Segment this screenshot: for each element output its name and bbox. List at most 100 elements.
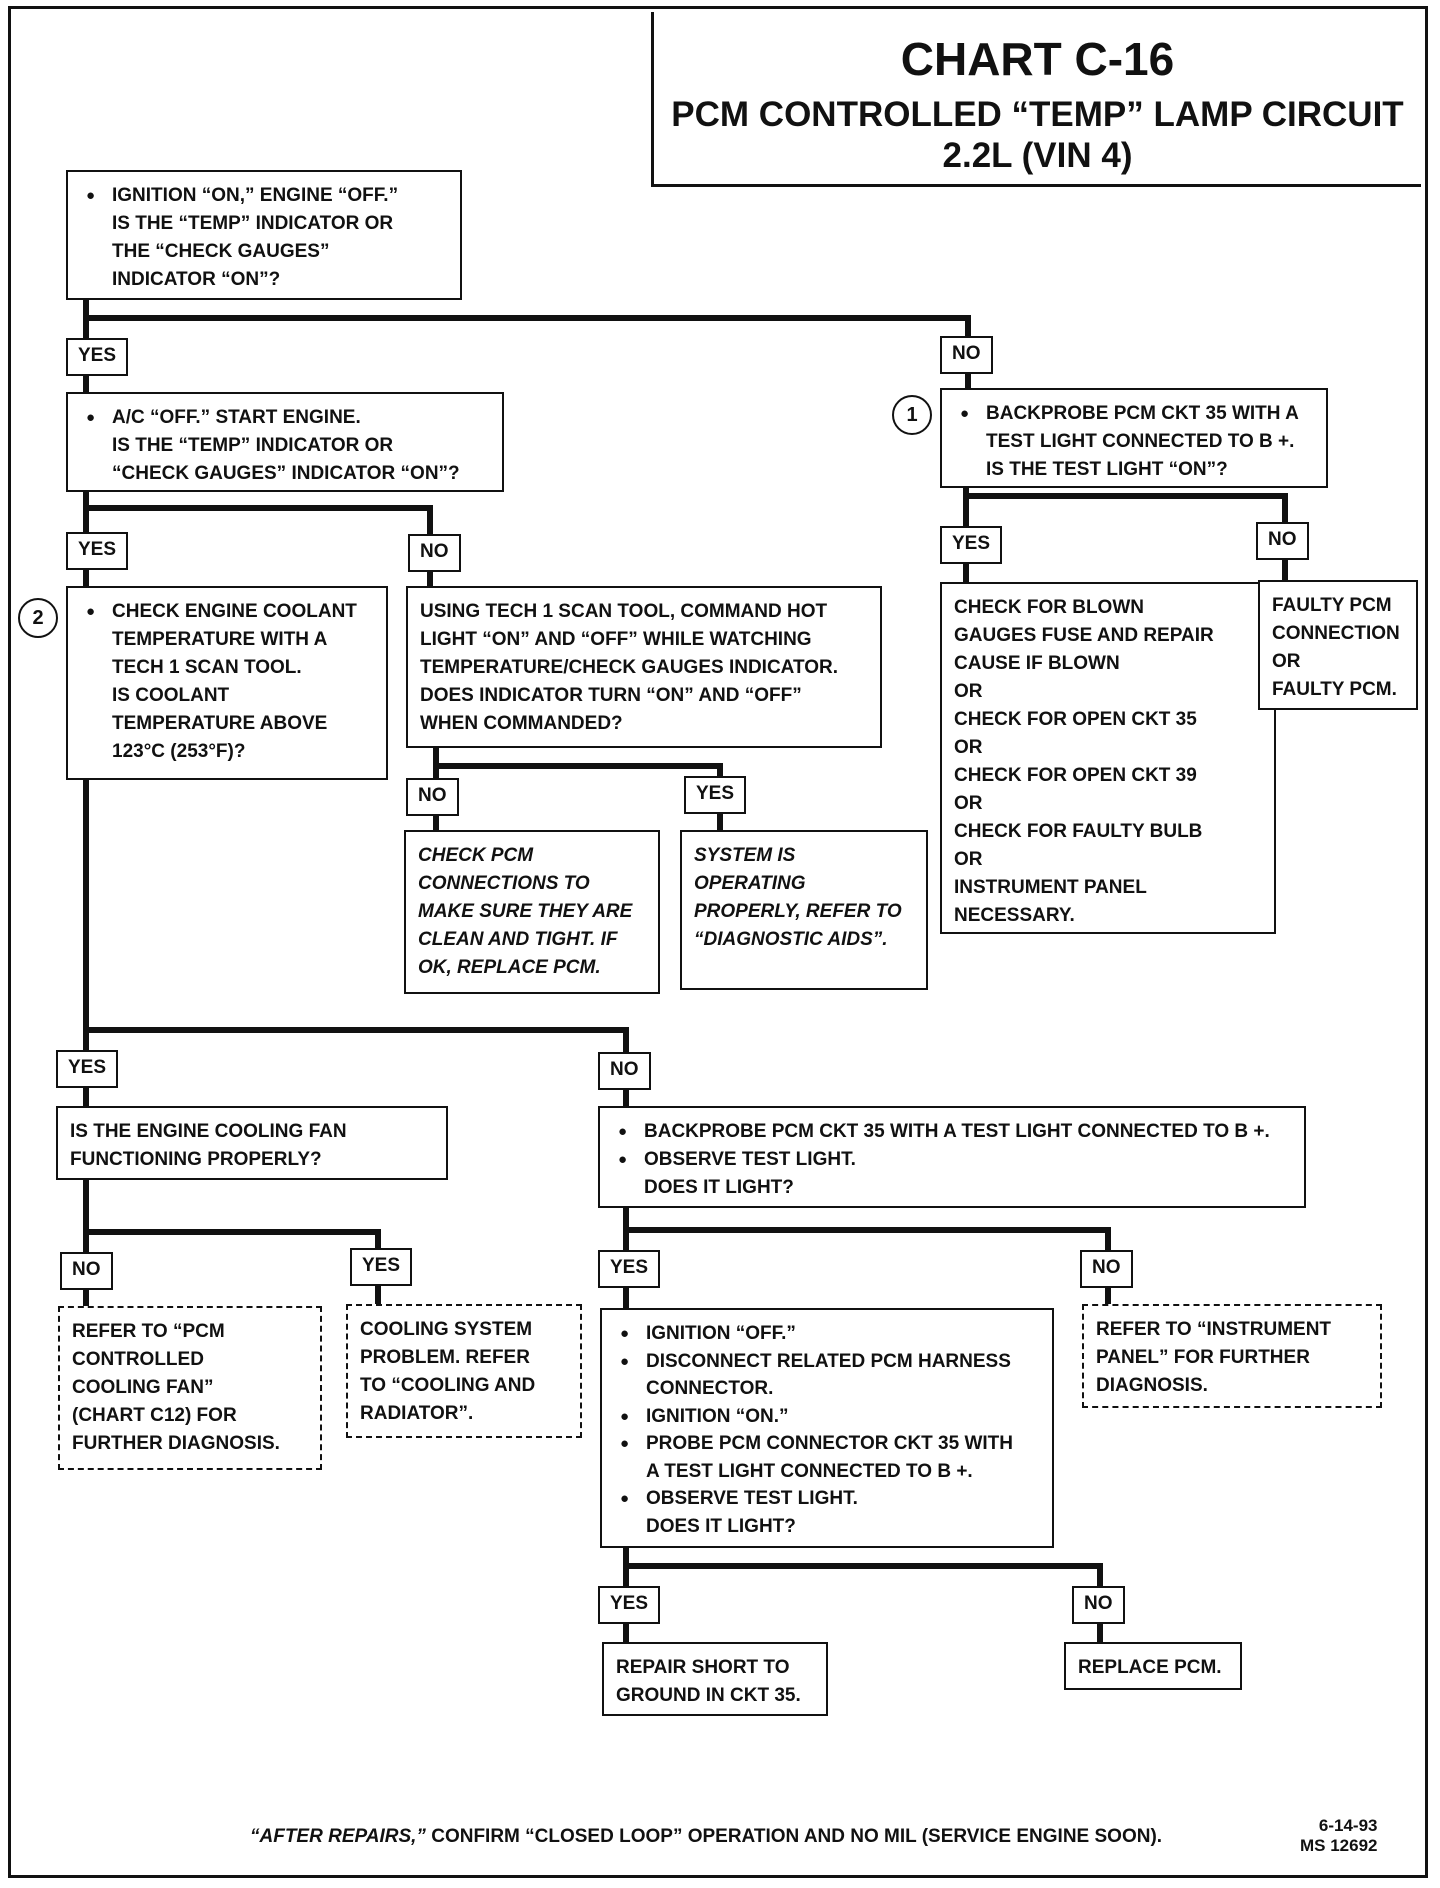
step-text: FUNCTIONING PROPERLY? xyxy=(70,1149,322,1170)
step-text: TECH 1 SCAN TOOL. xyxy=(112,657,302,678)
step-backprobe-ckt35: BACKPROBE PCM CKT 35 WITH A TEST LIGHT C… xyxy=(940,388,1328,488)
step-text: IS THE TEST LIGHT “ON”? xyxy=(986,459,1228,480)
yes-label: YES xyxy=(940,526,1003,564)
step-text: COOLING SYSTEM xyxy=(360,1319,533,1340)
step-text: REPAIR SHORT TO xyxy=(616,1657,790,1678)
step-text: CONNECTIONS TO xyxy=(418,873,590,894)
step-text: WHEN COMMANDED? xyxy=(420,713,623,734)
no-label: NO xyxy=(1256,522,1309,560)
step-text: CLEAN AND TIGHT. IF xyxy=(418,929,618,950)
result-refer-instrument-panel: REFER TO “INSTRUMENT PANEL” FOR FURTHER … xyxy=(1082,1304,1382,1408)
step-text: PROPERLY, REFER TO xyxy=(694,901,902,922)
step-text: CAUSE IF BLOWN xyxy=(954,653,1120,674)
step-text: OR xyxy=(954,737,983,758)
step-text: FAULTY PCM xyxy=(1272,595,1392,616)
no-label: NO xyxy=(406,778,459,816)
yes-label: YES xyxy=(684,776,747,814)
step-text: OR xyxy=(954,681,983,702)
step-text: A/C “OFF.” START ENGINE. xyxy=(80,404,490,432)
step-text: OK, REPLACE PCM. xyxy=(418,957,601,978)
step-text: A TEST LIGHT CONNECTED TO B +. xyxy=(646,1460,973,1482)
result-cooling-system: COOLING SYSTEM PROBLEM. REFER TO “COOLIN… xyxy=(346,1304,582,1438)
step-text: DIAGNOSIS. xyxy=(1096,1375,1208,1396)
step-probe-pcm-connector: IGNITION “OFF.” DISCONNECT RELATED PCM H… xyxy=(600,1308,1054,1548)
step-text: “DIAGNOSTIC AIDS”. xyxy=(694,929,888,950)
chart-id: CHART C-16 xyxy=(900,33,1175,85)
footer-note-text: CONFIRM “CLOSED LOOP” OPERATION AND NO M… xyxy=(425,1826,1163,1847)
result-replace-pcm: REPLACE PCM. xyxy=(1064,1642,1242,1690)
step-text: OPERATING xyxy=(694,873,806,894)
step-text: OR xyxy=(954,793,983,814)
step-ac-off-start-engine: A/C “OFF.” START ENGINE. IS THE “TEMP” I… xyxy=(66,392,504,492)
step-text: IS THE “TEMP” INDICATOR OR xyxy=(112,213,394,234)
step-text: IS THE ENGINE COOLING FAN xyxy=(70,1121,347,1142)
step-text: CHECK FOR OPEN CKT 35 xyxy=(954,709,1197,730)
step-text: FAULTY PCM. xyxy=(1272,679,1397,700)
result-check-pcm-connections: CHECK PCM CONNECTIONS TO MAKE SURE THEY … xyxy=(404,830,660,994)
step-text: DOES IT LIGHT? xyxy=(644,1177,794,1198)
step-text: GROUND IN CKT 35. xyxy=(616,1685,801,1706)
step-text: NECESSARY. xyxy=(954,905,1075,926)
chart-subtitle: 2.2L (VIN 4) xyxy=(942,136,1133,175)
footer-note: “AFTER REPAIRS,” CONFIRM “CLOSED LOOP” O… xyxy=(250,1826,1162,1848)
step-text: GAUGES FUSE AND REPAIR xyxy=(954,625,1214,646)
yes-label: YES xyxy=(598,1586,661,1624)
step-text: CONNECTOR. xyxy=(646,1378,774,1399)
step-text: BACKPROBE PCM CKT 35 WITH A TEST LIGHT C… xyxy=(612,1118,1292,1146)
step-text: THE “CHECK GAUGES” xyxy=(112,241,330,262)
yes-label: YES xyxy=(598,1250,661,1288)
result-refer-cooling-fan: REFER TO “PCM CONTROLLED COOLING FAN” (C… xyxy=(58,1306,322,1470)
no-label: NO xyxy=(1072,1586,1125,1624)
footer-date: 6-14-93 xyxy=(1318,1816,1378,1835)
yes-label: YES xyxy=(66,338,129,376)
step-text: (CHART C12) FOR xyxy=(72,1405,237,1426)
step-text: PROBLEM. REFER xyxy=(360,1347,530,1368)
no-label: NO xyxy=(598,1052,651,1090)
step-backprobe-observe-light: BACKPROBE PCM CKT 35 WITH A TEST LIGHT C… xyxy=(598,1106,1306,1208)
footer-id: 6-14-93 MS 12692 xyxy=(1300,1816,1378,1856)
result-system-operating: SYSTEM IS OPERATING PROPERLY, REFER TO “… xyxy=(680,830,928,990)
step-text: IS THE “TEMP” INDICATOR OR xyxy=(112,435,394,456)
result-repair-short: REPAIR SHORT TO GROUND IN CKT 35. xyxy=(602,1642,828,1716)
step-text: PROBE PCM CONNECTOR CKT 35 WITH xyxy=(614,1430,1040,1458)
step-text: REFER TO “PCM xyxy=(72,1321,225,1342)
step-cooling-fan: IS THE ENGINE COOLING FAN FUNCTIONING PR… xyxy=(56,1106,448,1180)
step-text: IGNITION “OFF.” xyxy=(614,1320,1040,1348)
no-label: NO xyxy=(940,336,993,374)
step-check-coolant-temp: CHECK ENGINE COOLANT TEMPERATURE WITH A … xyxy=(66,586,388,780)
step-text: “CHECK GAUGES” INDICATOR “ON”? xyxy=(112,463,460,484)
step-text: TO “COOLING AND xyxy=(360,1375,536,1396)
step-text: OR xyxy=(1272,651,1301,672)
step-command-hot-light: USING TECH 1 SCAN TOOL, COMMAND HOT LIGH… xyxy=(406,586,882,748)
step-text: CHECK FOR FAULTY BULB xyxy=(954,821,1203,842)
step-text: IGNITION “ON,” ENGINE “OFF.” xyxy=(80,182,448,210)
step-text: SYSTEM IS xyxy=(694,845,796,866)
result-check-blown-fuse: CHECK FOR BLOWN GAUGES FUSE AND REPAIR C… xyxy=(940,582,1276,934)
step-text: IS COOLANT xyxy=(112,685,230,706)
result-faulty-pcm: FAULTY PCM CONNECTION OR FAULTY PCM. xyxy=(1258,580,1418,710)
page-frame xyxy=(8,6,1428,1878)
chart-title-block: CHART C-16 PCM CONTROLLED “TEMP” LAMP CI… xyxy=(651,12,1421,187)
step-text: COOLING FAN” xyxy=(72,1377,214,1398)
step-text: MAKE SURE THEY ARE xyxy=(418,901,633,922)
step-text: TEST LIGHT CONNECTED TO B +. xyxy=(986,431,1295,452)
step-text: CHECK FOR OPEN CKT 39 xyxy=(954,765,1197,786)
step-text: PANEL” FOR FURTHER xyxy=(1096,1347,1310,1368)
step-text: FURTHER DIAGNOSIS. xyxy=(72,1433,280,1454)
step-text: BACKPROBE PCM CKT 35 WITH A xyxy=(954,400,1314,428)
step-text: CONTROLLED xyxy=(72,1349,204,1370)
step-text: OR xyxy=(954,849,983,870)
step-text: RADIATOR”. xyxy=(360,1403,474,1424)
yes-label: YES xyxy=(66,532,129,570)
step-text: 123°C (253°F)? xyxy=(112,741,246,762)
step-text: REFER TO “INSTRUMENT xyxy=(1096,1319,1332,1340)
no-label: NO xyxy=(1080,1250,1133,1288)
footer-after-repairs: “AFTER REPAIRS,” xyxy=(250,1826,426,1847)
step-text: CHECK FOR BLOWN xyxy=(954,597,1144,618)
step-text: USING TECH 1 SCAN TOOL, COMMAND HOT xyxy=(420,601,828,622)
step-text: INSTRUMENT PANEL xyxy=(954,877,1147,898)
chart-title: PCM CONTROLLED “TEMP” LAMP CIRCUIT xyxy=(671,95,1404,134)
step-text: IGNITION “ON.” xyxy=(614,1403,1040,1431)
step-ignition-on-engine-off: IGNITION “ON,” ENGINE “OFF.” IS THE “TEM… xyxy=(66,170,462,300)
